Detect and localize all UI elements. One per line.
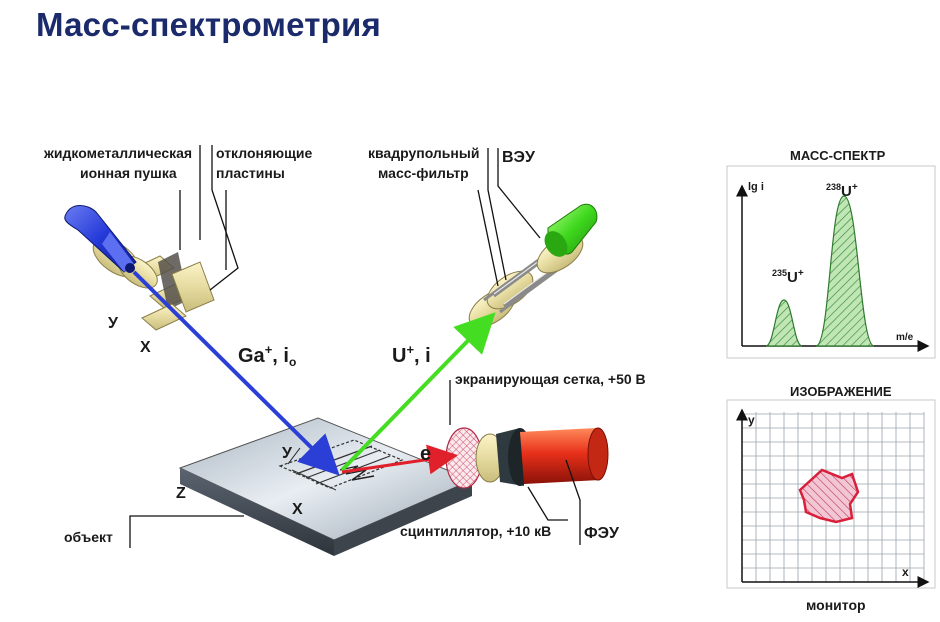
spectrum-y-label: lg i bbox=[748, 181, 764, 193]
sample-y-axis: У bbox=[282, 445, 293, 462]
peak-238-label: 238U+ bbox=[826, 182, 858, 200]
veu-detector bbox=[544, 203, 598, 257]
image-title: ИЗОБРАЖЕНИЕ bbox=[790, 384, 892, 399]
gun-label-line1: жидкометаллическая bbox=[43, 145, 192, 161]
scintillator-label: сцинтиллятор, +10 кВ bbox=[400, 523, 551, 539]
labels: жидкометаллическая ионная пушка отклоняю… bbox=[43, 145, 646, 545]
image-monitor-panel: ИЗОБРАЖЕНИЕ у х монитор bbox=[726, 384, 936, 613]
callout-lines bbox=[129, 145, 581, 548]
electron-beam bbox=[341, 444, 458, 475]
peak-235 bbox=[765, 299, 803, 347]
feu-label: ФЭУ bbox=[584, 525, 620, 542]
mass-spectrum-panel: МАСС-СПЕКТР lg i m/e 235U+ 238U+ bbox=[726, 148, 936, 359]
veu-label: ВЭУ bbox=[502, 149, 536, 166]
sample-z-axis: Z bbox=[176, 485, 186, 502]
feu-tube bbox=[520, 428, 600, 484]
electron-detector bbox=[445, 427, 609, 489]
ga-beam-label: Ga+, io bbox=[238, 342, 296, 369]
monitor-caption: монитор bbox=[806, 597, 866, 613]
electron-label: e bbox=[420, 443, 431, 465]
ga-ion-beam bbox=[132, 270, 340, 476]
image-y-label: у bbox=[748, 413, 755, 427]
svg-text:Ga+, io: Ga+, io bbox=[238, 342, 296, 369]
image-x-label: х bbox=[902, 565, 909, 579]
uranium-region-blob bbox=[798, 468, 860, 524]
spectrum-x-label: m/e bbox=[896, 332, 914, 343]
grid-label: экранирующая сетка, +50 В bbox=[455, 371, 646, 387]
spectrum-title: МАСС-СПЕКТР bbox=[790, 148, 886, 163]
gun-x-axis: Х bbox=[140, 339, 151, 356]
u-ion-beam bbox=[340, 312, 496, 472]
gun-y-axis: У bbox=[108, 315, 119, 332]
quad-label-line1: квадрупольный bbox=[368, 145, 479, 161]
peak-238 bbox=[815, 195, 875, 347]
plates-label-line2: пластины bbox=[216, 165, 285, 181]
svg-text:U+, i: U+, i bbox=[392, 342, 431, 367]
plates-label-line1: отклоняющие bbox=[216, 145, 312, 161]
quad-label-line2: масс-фильтр bbox=[378, 165, 469, 181]
u-beam-label: U+, i bbox=[392, 342, 431, 367]
object-label: объект bbox=[64, 529, 113, 545]
sample-x-axis: Х bbox=[292, 501, 303, 518]
peak-235-label: 235U+ bbox=[772, 268, 804, 286]
gun-label-line2: ионная пушка bbox=[80, 165, 177, 181]
ion-gun bbox=[64, 205, 215, 331]
sample-object bbox=[178, 417, 474, 556]
page-title: Масс-спектрометрия bbox=[36, 6, 381, 43]
